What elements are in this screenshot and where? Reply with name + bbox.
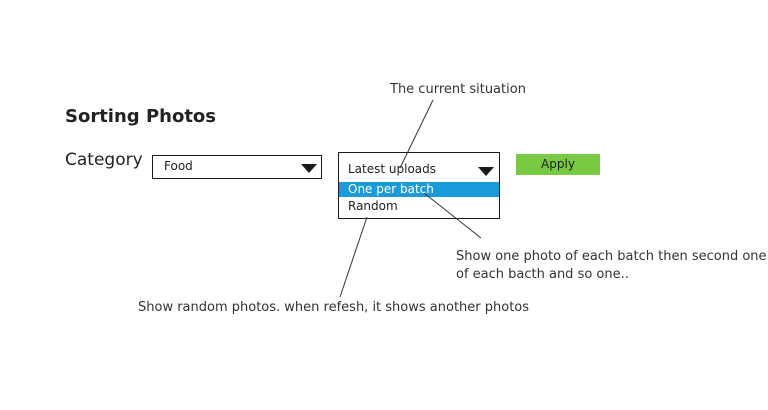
annotation-one-per-batch-line1: Show one photo of each batch then second…	[456, 249, 767, 264]
category-select-value: Food	[164, 159, 193, 173]
apply-button[interactable]: Apply	[516, 154, 600, 175]
chevron-down-icon	[301, 164, 317, 173]
annotation-one-per-batch: Show one photo of each batch then second…	[456, 248, 767, 284]
sort-option-one-per-batch[interactable]: One per batch	[339, 182, 499, 197]
sort-dropdown[interactable]: Latest uploads One per batch Random	[338, 152, 500, 219]
category-label: Category	[65, 150, 143, 170]
category-select[interactable]: Food	[152, 155, 322, 179]
annotation-current: The current situation	[390, 82, 526, 97]
sort-dropdown-value: Latest uploads	[348, 162, 437, 176]
leader-line-random	[339, 216, 368, 298]
annotation-random: Show random photos. when refesh, it show…	[138, 300, 530, 315]
chevron-down-icon	[478, 167, 494, 176]
annotation-one-per-batch-line2: of each bacth and so one..	[456, 267, 629, 282]
sort-option-random[interactable]: Random	[348, 199, 398, 213]
page-title: Sorting Photos	[65, 106, 217, 127]
leader-line-one-per-batch	[423, 192, 482, 239]
leader-line-current	[399, 99, 434, 169]
